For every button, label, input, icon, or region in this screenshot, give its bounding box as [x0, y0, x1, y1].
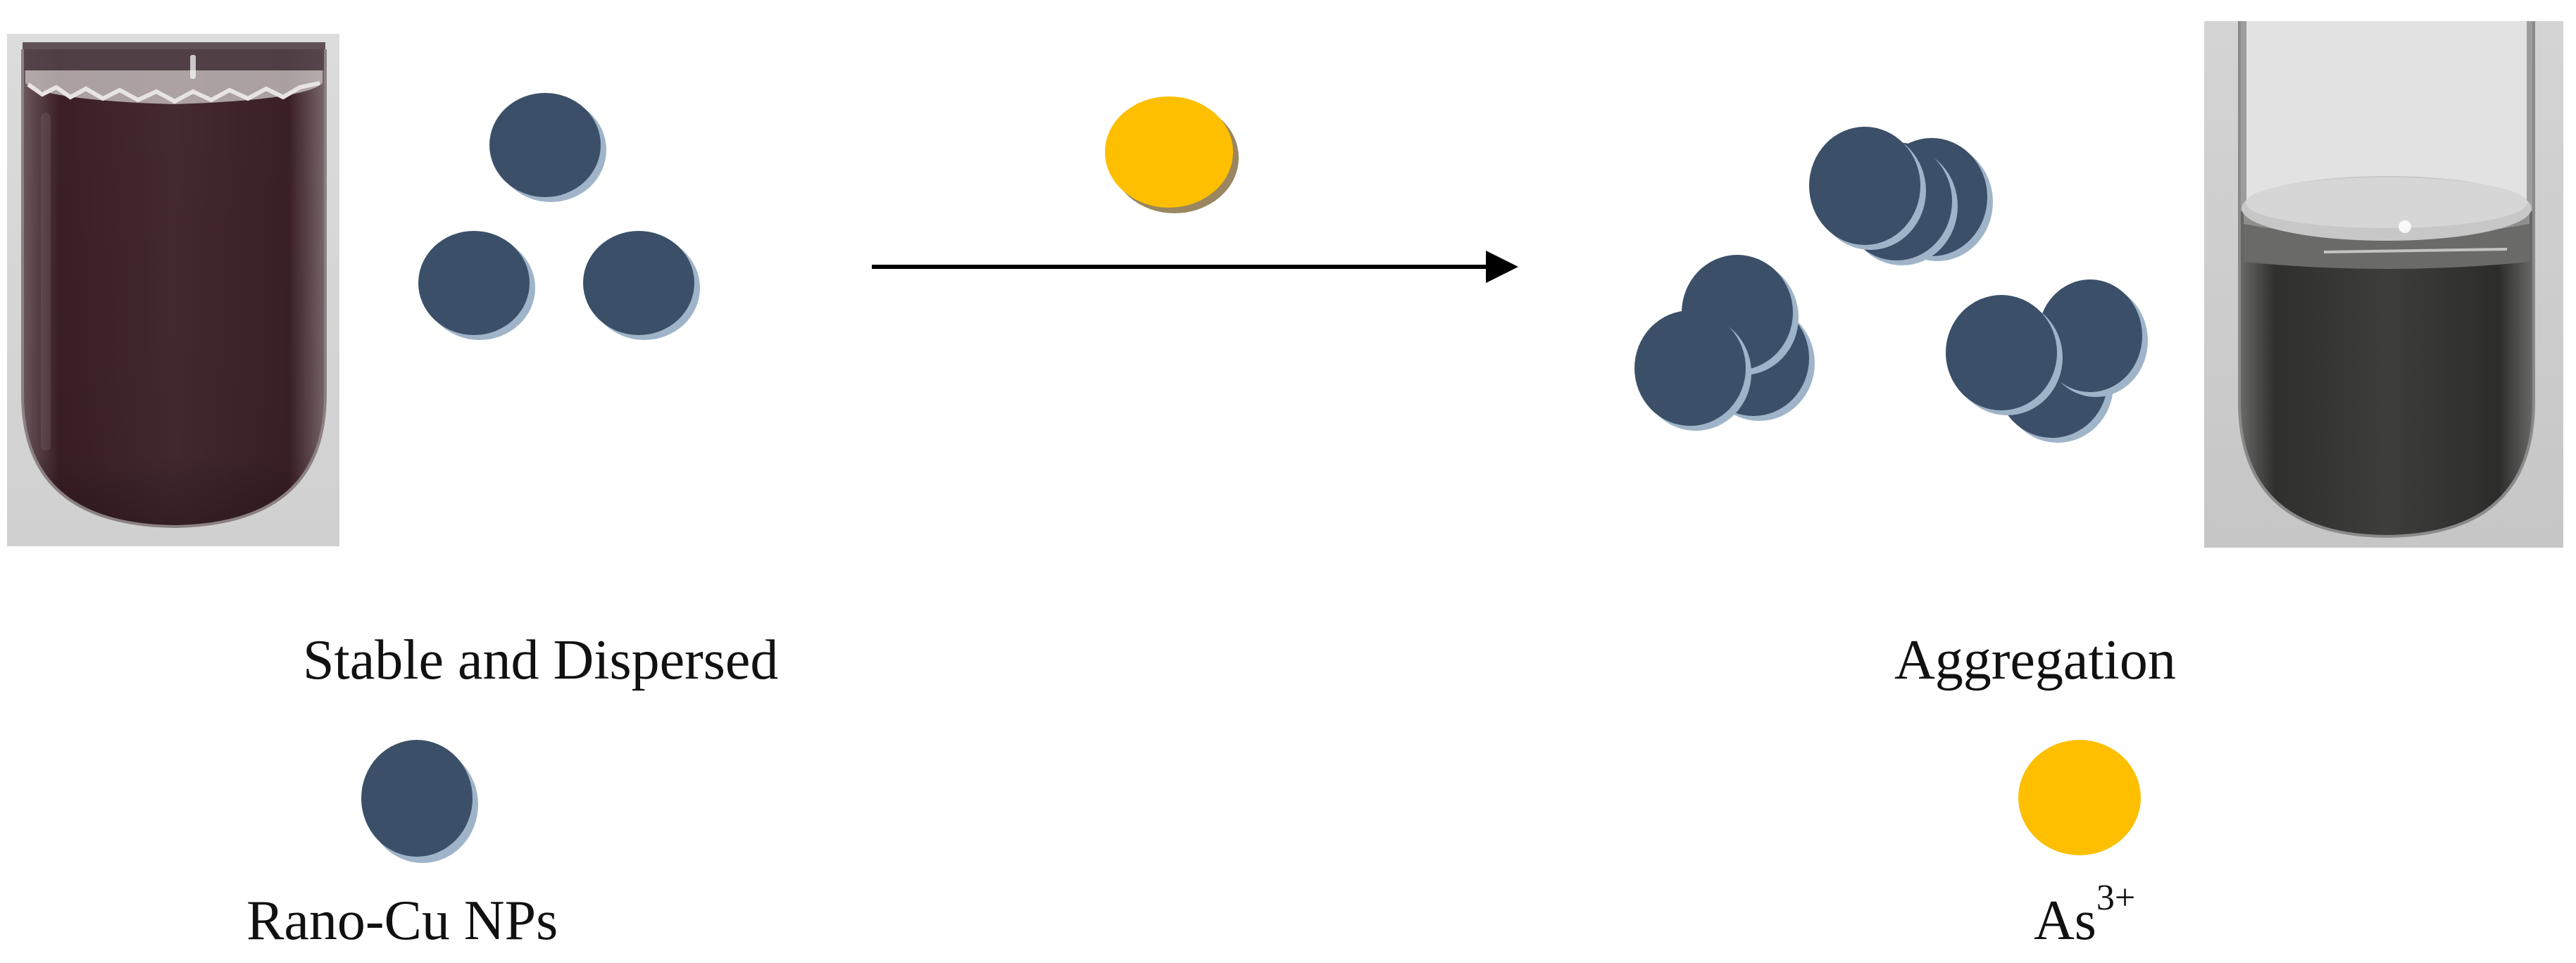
legend-nanoparticle-label: Rano-Cu NPs: [246, 890, 558, 952]
aggregated-cluster-right: [1946, 279, 2148, 443]
legend-arsenic-ion-icon: [2018, 740, 2141, 855]
nanoparticle-circle-icon: [1634, 310, 1751, 431]
aggregated-cluster-top: [1809, 127, 1993, 265]
dispersed-state-label: Stable and Dispersed: [303, 629, 779, 691]
test-tube-photo-stable: [7, 34, 339, 546]
nanoparticle-circle-icon: [2038, 279, 2148, 397]
legend-nanoparticle-icon: [361, 740, 478, 863]
nanoparticle-circle-icon: [1809, 127, 1926, 250]
dispersed-nanoparticles: [418, 93, 700, 340]
ion-charge: 3+: [2096, 878, 2136, 918]
nanoparticle-circle-icon: [418, 231, 535, 340]
aggregated-cluster-left: [1634, 255, 1815, 431]
arsenic-ion-circle-icon: [1105, 96, 1239, 213]
nanoparticle-circle-icon: [1946, 295, 2063, 415]
test-tube-photo-aggregated: [2204, 21, 2563, 548]
legend-arsenic-ion-label: As3+: [2034, 880, 2135, 952]
ion-symbol: As: [2034, 890, 2096, 952]
aggregated-state-label: Aggregation: [1894, 629, 2176, 691]
right-arrow-icon: [872, 251, 1518, 283]
nanoparticle-circle-icon: [583, 231, 700, 340]
nanoparticle-circle-icon: [489, 93, 606, 202]
